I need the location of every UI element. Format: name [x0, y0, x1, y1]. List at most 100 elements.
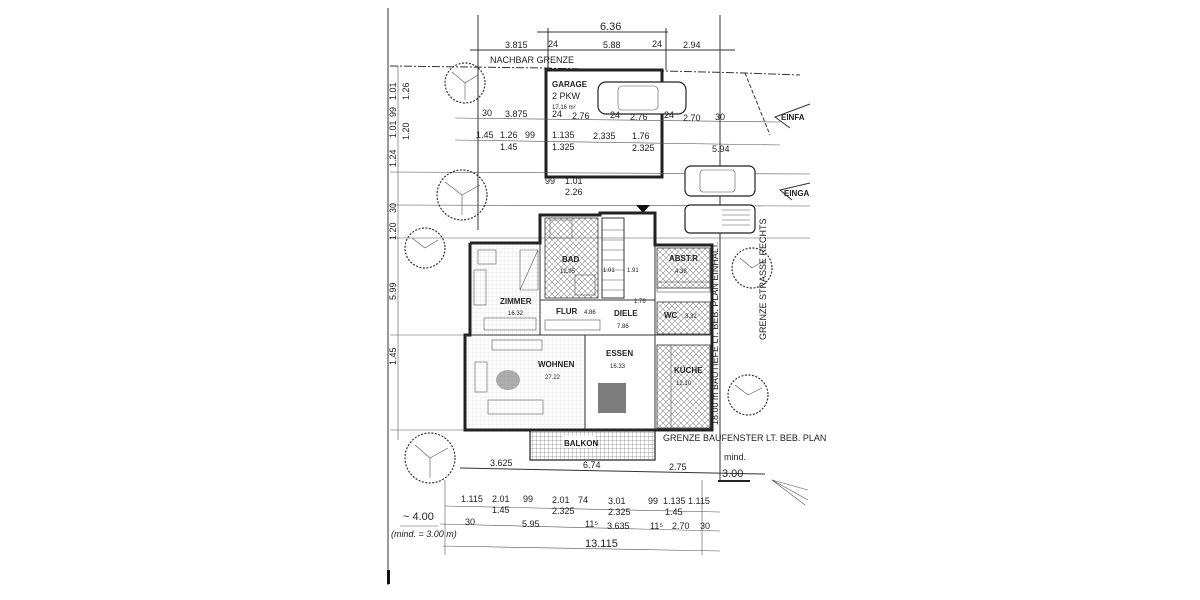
dimension-label: 1.45: [388, 347, 398, 365]
room-hallway: FLUR 4.86: [540, 299, 655, 331]
tree-icon: [404, 432, 456, 484]
dimension-label: BAD: [562, 255, 580, 264]
car-icon: [684, 165, 756, 197]
tree-icon: [731, 247, 773, 289]
dimension-label: 2.76: [572, 111, 590, 121]
dimension-label: 2.94: [683, 40, 701, 50]
dimension-label: 30: [715, 112, 725, 122]
dimension-label: 2.26: [565, 187, 583, 197]
dimension-label: 1.115: [461, 494, 483, 504]
dimension-label: 24: [552, 109, 562, 119]
dimension-label: 3.875: [505, 109, 528, 119]
dimension-label: ABST.R: [669, 254, 698, 263]
road-boundary-note: GRENZE STRASSE RECHTS: [758, 218, 768, 340]
entrance-arrow-top: EINFA: [773, 103, 811, 129]
dimension-label: 99: [388, 107, 398, 117]
dimension-label: 5.99: [388, 282, 398, 300]
entrance-marker-icon: [636, 205, 650, 213]
dimension-label: 1.45: [492, 505, 510, 515]
top-dimensions: 6.36 3.815 24 5.88 24 2.94: [470, 15, 735, 480]
building-depth-note: 18.00 m BAUTIEFE LT. BEB. PLAN EINHALT.: [710, 242, 720, 425]
dimension-label: KÜCHE: [674, 366, 703, 375]
entrance-arrow-mid: EINGA: [778, 182, 811, 201]
dimension-label: 5.95: [522, 519, 540, 529]
room-kitchen: KÜCHE 12.10: [656, 344, 711, 429]
dimension-label: 1.45: [476, 130, 494, 140]
dimension-label: 1.325: [552, 142, 575, 152]
dimension-label: ESSEN: [606, 349, 633, 358]
dimension-label: 12.10: [676, 381, 692, 387]
dimension-label: 1.76: [634, 299, 646, 305]
dimension-label: 30: [388, 203, 398, 213]
dimension-label: 1.26: [500, 130, 518, 140]
left-dimensions: 1.24 1.01 99 1.01 1.26 1.20 30 1.20 5.99…: [388, 66, 411, 440]
tree-icon: [404, 227, 446, 269]
dimension-label: 3.815: [505, 40, 528, 50]
dimension-label: 1.01: [388, 120, 398, 138]
dimension-label: 17.16 m²: [552, 105, 576, 111]
bottom-dimensions: 3.625 6.74 2.75 mind. 3.00 1.115 2.01 99…: [391, 452, 809, 555]
dimension-label: 30: [482, 108, 492, 118]
dimension-label: 99: [545, 176, 555, 186]
dimension-label: 2.325: [632, 143, 655, 153]
dimension-label: 4.86: [584, 310, 596, 316]
room-guest: ZIMMER 16.32: [472, 243, 542, 335]
dimension-label: 2.325: [608, 507, 631, 517]
dimension-label: ZIMMER: [500, 297, 532, 306]
dimension-label: DIELE: [614, 309, 638, 318]
room-bath: BAD 12.95: [544, 217, 599, 299]
dimension-label: 1.20: [401, 122, 411, 140]
room-dining: ESSEN 16.33: [598, 349, 633, 413]
dimension-label: EINGA: [784, 189, 810, 198]
dimension-label: 1.45: [500, 142, 518, 152]
dimension-label: 74: [578, 495, 588, 505]
dimension-label: WC: [664, 311, 678, 320]
dimension-label: 2.325: [552, 506, 575, 516]
dimension-label: 1.26: [401, 82, 411, 100]
car-icon: [684, 204, 756, 234]
dimension-label: 2 PKW: [552, 91, 581, 101]
room-storage: ABST.R 4.38: [656, 247, 711, 293]
dimension-label: 3.01: [608, 496, 626, 506]
dimension-label: 99: [648, 496, 658, 506]
dimension-label: 2.01: [552, 495, 570, 505]
dimension-label: ~ 4.00: [403, 511, 434, 523]
dim-total-top: 6.36: [600, 21, 621, 33]
dimension-label: 99: [525, 130, 535, 140]
dimension-label: EINFA: [781, 113, 805, 122]
dimension-label: 5.88: [603, 40, 621, 50]
dimension-label: 3.00: [722, 468, 743, 480]
dimension-label: 99: [523, 494, 533, 504]
dimension-label: 1.20: [388, 222, 398, 240]
dimension-label: 13.115: [585, 538, 618, 550]
neighbor-boundary-label: NACHBAR GRENZE: [490, 55, 574, 65]
dimension-label: 12.95: [560, 269, 576, 275]
dimension-label: 24: [548, 39, 558, 49]
dimension-label: WOHNEN: [538, 360, 575, 369]
dimension-label: (mind. = 3.00 m): [391, 529, 457, 539]
car-icon: [597, 81, 687, 115]
dimension-label: 1.135: [552, 130, 575, 140]
dimension-label: 7.86: [617, 324, 629, 330]
tree-icon: [436, 169, 488, 221]
dimension-label: 4.38: [675, 269, 687, 275]
dimension-label: FLUR: [556, 307, 578, 316]
dimension-label: 5.94: [712, 144, 730, 154]
dimension-label: 24: [652, 39, 662, 49]
building-window-note: GRENZE BAUFENSTER LT. BEB. PLAN: [663, 433, 826, 443]
dimension-label: 11⁵: [585, 519, 598, 529]
dimension-label: 2.335: [593, 131, 616, 141]
dimension-label: 1.91: [627, 268, 639, 274]
room-living: WOHNEN 27.22: [467, 335, 586, 430]
dimension-label: GARAGE: [552, 80, 588, 89]
dimension-label: 2.70: [672, 521, 690, 531]
dimension-label: 11⁵: [650, 521, 663, 531]
dimension-label: 2.70: [683, 113, 701, 123]
staircase: 1.01 1.91 1.76: [601, 217, 646, 305]
dimension-label: 3.32: [685, 314, 697, 320]
scan-mark: [387, 570, 390, 584]
dimension-label: 3.635: [607, 521, 630, 531]
dimension-label: 1.45: [665, 507, 683, 517]
